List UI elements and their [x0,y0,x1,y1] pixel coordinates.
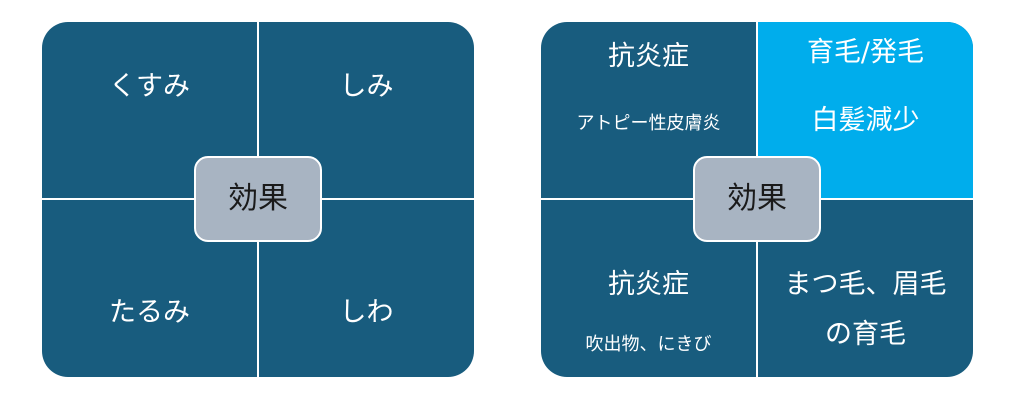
label-atopic-dermatitis: アトピー性皮膚炎 [576,113,721,134]
quadrant-bottom-left: たるみ [42,200,257,376]
label-anti-inflammatory: 抗炎症 [608,269,689,300]
center-effect-box: 効果 [194,156,322,242]
quadrant-top-right: しみ [259,22,474,198]
label-sagging: たるみ [109,297,190,328]
label-anti-inflammatory: 抗炎症 [608,41,689,72]
left-effects-panel: くすみ しみ たるみ しわ 効果 [42,22,474,377]
label-hair-growth: 育毛/発毛 [806,37,925,68]
label-spots: しみ [339,71,394,102]
quadrant-top-left: くすみ [42,22,257,198]
label-dullness: くすみ [109,71,190,102]
quadrant-bottom-right: しわ [259,200,474,376]
center-effect-box: 効果 [693,156,821,242]
label-acne: 吹出物、にきび [585,334,712,355]
quadrant-top-left: 抗炎症 アトピー性皮膚炎 [541,22,756,198]
quadrant-bottom-left: 抗炎症 吹出物、にきび [541,200,756,376]
label-growth: の育毛 [825,319,906,350]
label-lashes-brows: まつ毛、眉毛 [784,269,947,300]
right-effects-panel: 抗炎症 アトピー性皮膚炎 育毛/発毛 白髪減少 抗炎症 吹出物、にきび まつ毛、… [541,22,973,377]
quadrant-bottom-right: まつ毛、眉毛 の育毛 [758,200,973,376]
label-gray-hair-reduction: 白髪減少 [811,105,920,136]
label-wrinkles: しわ [339,297,394,328]
